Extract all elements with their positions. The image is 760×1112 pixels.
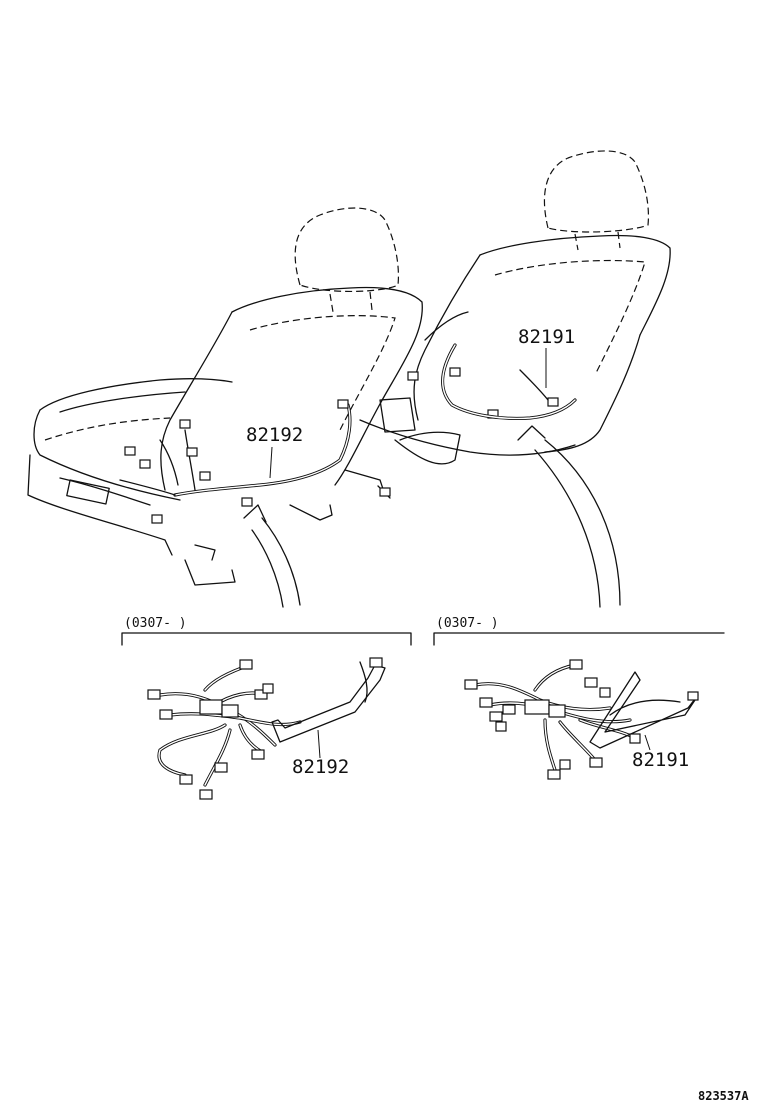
right-seat-illustration: [344, 150, 671, 608]
detail-frame-left: [121, 632, 412, 646]
range-label-right: (0307- ): [436, 616, 499, 631]
left-seat-illustration: [27, 207, 423, 608]
range-label-left: (0307- ): [124, 616, 187, 631]
harness-detail-right: [464, 659, 699, 780]
callout-82191-detail: 82191: [632, 749, 689, 771]
harness-detail-left: [147, 657, 386, 800]
callout-82191-seat: 82191: [518, 326, 575, 348]
detail-frame-right: [433, 632, 725, 646]
callout-82192-detail: 82192: [292, 756, 349, 778]
reference-code: 823537A: [698, 1089, 749, 1103]
callout-82192-seat: 82192: [246, 424, 303, 446]
